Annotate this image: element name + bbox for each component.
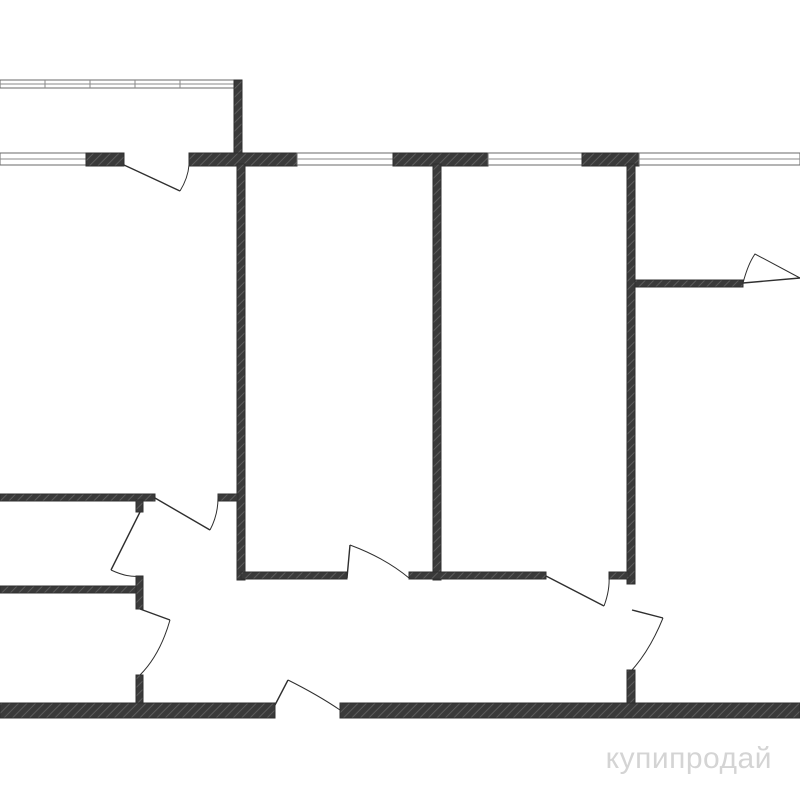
balcony: [0, 79, 243, 155]
doors: [110, 253, 800, 711]
door-entrance: [274, 679, 341, 711]
partition-wall: [626, 669, 636, 706]
door-kitchen: [742, 253, 800, 284]
partition-wall: [236, 163, 246, 581]
partition-wall: [608, 571, 630, 580]
wall-segment: [0, 702, 276, 719]
top-exterior-wall: [0, 152, 800, 167]
partition-wall: [0, 493, 156, 502]
door-toilet: [139, 608, 171, 676]
partition-wall: [408, 571, 547, 580]
partition-wall: [135, 499, 144, 513]
door-hall-left: [154, 497, 219, 531]
door-bathroom: [110, 511, 141, 577]
partition-wall: [135, 674, 144, 706]
door-room-3: [545, 575, 610, 607]
bottom-exterior-wall: [0, 702, 800, 719]
partition-wall: [217, 493, 239, 502]
interior-walls: [0, 163, 744, 706]
partition-wall: [135, 575, 144, 610]
door-corridor-right: [631, 609, 664, 671]
partition-wall: [634, 279, 744, 288]
watermark-text: купипродай: [605, 742, 772, 775]
partition-wall: [0, 585, 141, 594]
partition-wall: [432, 163, 442, 581]
partition-wall: [626, 163, 636, 585]
balcony-side-wall: [233, 79, 243, 155]
door-room-2: [346, 544, 410, 579]
partition-wall: [240, 571, 348, 580]
balcony-door: [123, 164, 190, 192]
wall-segment: [339, 702, 800, 719]
wall-segment: [85, 152, 125, 167]
